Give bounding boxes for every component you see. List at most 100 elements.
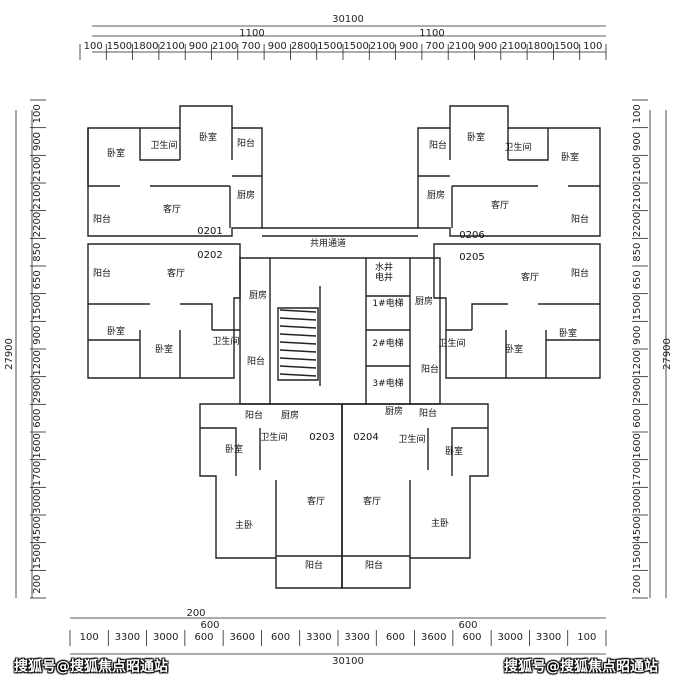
dim-bottom-5: 600 — [271, 632, 290, 643]
dim-bottom-2: 3000 — [153, 632, 178, 643]
dim-bottom-12: 3300 — [536, 632, 561, 643]
room-bedroom-10: 卧室 — [107, 325, 125, 337]
room-elevator3-31: 3#电梯 — [372, 377, 403, 389]
dim-right-16: 1500 — [632, 544, 643, 569]
dim-left-15: 4500 — [32, 516, 43, 541]
unit-label-0202: 0202 — [197, 250, 222, 261]
room-bedroom-16: 卧室 — [467, 131, 485, 143]
dim-top-8: 2800 — [291, 41, 316, 52]
unit-label-0206: 0206 — [459, 230, 484, 241]
dim-right-13: 1700 — [632, 461, 643, 486]
room-corridor-28: 共用通道 — [310, 237, 346, 249]
unit-label-0204: 0204 — [353, 432, 378, 443]
dim-bottom-13: 100 — [577, 632, 596, 643]
dim-right-14: 3000 — [632, 488, 643, 513]
room-bathroom-37: 卫生间 — [260, 431, 287, 443]
dim-bottom-0: 100 — [80, 632, 99, 643]
room-balcony-47: 阳台 — [365, 559, 383, 571]
dim-left-5: 850 — [32, 243, 43, 262]
dim-top-15: 900 — [478, 41, 497, 52]
room-kitchen-18: 厨房 — [427, 189, 445, 201]
room-balcony-42: 阳台 — [419, 407, 437, 419]
dim-left-9: 1200 — [32, 350, 43, 375]
dim-top-10: 1500 — [343, 41, 368, 52]
room-balcony-34: 阳台 — [245, 409, 263, 421]
dim-right-total: 27900 — [662, 338, 673, 370]
dim-top-4: 900 — [189, 41, 208, 52]
dim-bottom-sub-2: 600 — [458, 620, 477, 631]
dim-left-4: 2200 — [32, 212, 43, 237]
dim-top-9: 1500 — [317, 41, 342, 52]
room-bathroom-15: 卫生间 — [504, 141, 531, 153]
dim-left-13: 1700 — [32, 461, 43, 486]
dim-right-11: 600 — [632, 409, 643, 428]
dim-left-12: 1600 — [32, 433, 43, 458]
room-bathroom-1: 卫生间 — [150, 139, 177, 151]
dim-left-14: 3000 — [32, 488, 43, 513]
room-kitchen-41: 厨房 — [385, 405, 403, 417]
dim-right-6: 650 — [632, 270, 643, 289]
dim-left-6: 650 — [32, 270, 43, 289]
dim-bottom-9: 3600 — [421, 632, 446, 643]
dim-top-18: 1500 — [554, 41, 579, 52]
room-balcony-21: 阳台 — [571, 267, 589, 279]
dim-bottom-1: 3300 — [115, 632, 140, 643]
room-master_bedroom-46: 主卧 — [431, 517, 449, 529]
dim-right-0: 100 — [632, 104, 643, 123]
room-shaft_a-32: 水井 — [375, 261, 393, 273]
dim-right-4: 2200 — [632, 212, 643, 237]
dim-top-16: 2100 — [501, 41, 526, 52]
room-balcony-7: 阳台 — [93, 267, 111, 279]
dim-bottom-4: 3600 — [230, 632, 255, 643]
unit-label-0203: 0203 — [309, 432, 334, 443]
dim-bottom-total: 30100 — [332, 656, 364, 667]
dim-top-17: 1800 — [528, 41, 553, 52]
dim-left-total: 27900 — [4, 338, 15, 370]
dim-top-2: 1800 — [133, 41, 158, 52]
room-living-8: 客厅 — [167, 267, 185, 279]
room-bathroom-12: 卫生间 — [212, 335, 239, 347]
room-bedroom-24: 卧室 — [559, 327, 577, 339]
dim-top-11: 2100 — [370, 41, 395, 52]
room-living-22: 客厅 — [521, 271, 539, 283]
dim-top-14: 2100 — [449, 41, 474, 52]
dim-right-2: 2100 — [632, 156, 643, 181]
room-balcony-13: 阳台 — [247, 355, 265, 367]
room-kitchen-4: 厨房 — [237, 189, 255, 201]
dim-top-13: 700 — [426, 41, 445, 52]
dim-top-total: 30100 — [332, 14, 364, 25]
unit-label-0201: 0201 — [197, 226, 222, 237]
dim-left-3: 2100 — [32, 184, 43, 209]
room-elevator1-29: 1#电梯 — [372, 297, 403, 309]
room-living-45: 客厅 — [363, 495, 381, 507]
room-balcony-6: 阳台 — [93, 213, 111, 225]
dim-right-17: 200 — [632, 575, 643, 594]
room-shaft_b-33: 电井 — [375, 271, 393, 283]
dim-left-16: 1500 — [32, 544, 43, 569]
dimension-lines — [15, 25, 667, 655]
watermark-right: 搜狐号@搜狐焦点昭通站 — [504, 659, 658, 675]
dim-left-17: 200 — [32, 575, 43, 594]
dim-top-6: 700 — [241, 41, 260, 52]
walls — [87, 105, 601, 589]
dim-bottom-11: 3000 — [498, 632, 523, 643]
dim-bottom-10: 600 — [462, 632, 481, 643]
dim-bottom-3: 600 — [194, 632, 213, 643]
dim-left-1: 900 — [32, 132, 43, 151]
room-balcony-17: 阳台 — [429, 139, 447, 151]
dim-top-19: 100 — [583, 41, 602, 52]
dim-right-5: 850 — [632, 243, 643, 262]
dim-right-15: 4500 — [632, 516, 643, 541]
dim-right-12: 1600 — [632, 433, 643, 458]
dim-bottom-7: 3300 — [344, 632, 369, 643]
dim-top-7: 900 — [268, 41, 287, 52]
dim-top-12: 900 — [399, 41, 418, 52]
room-kitchen-35: 厨房 — [281, 409, 299, 421]
room-bedroom-25: 卧室 — [505, 343, 523, 355]
dim-right-10: 2900 — [632, 378, 643, 403]
room-bedroom-2: 卧室 — [199, 131, 217, 143]
room-elevator2-30: 2#电梯 — [372, 337, 403, 349]
dim-bottom-8: 600 — [386, 632, 405, 643]
dim-right-9: 1200 — [632, 350, 643, 375]
